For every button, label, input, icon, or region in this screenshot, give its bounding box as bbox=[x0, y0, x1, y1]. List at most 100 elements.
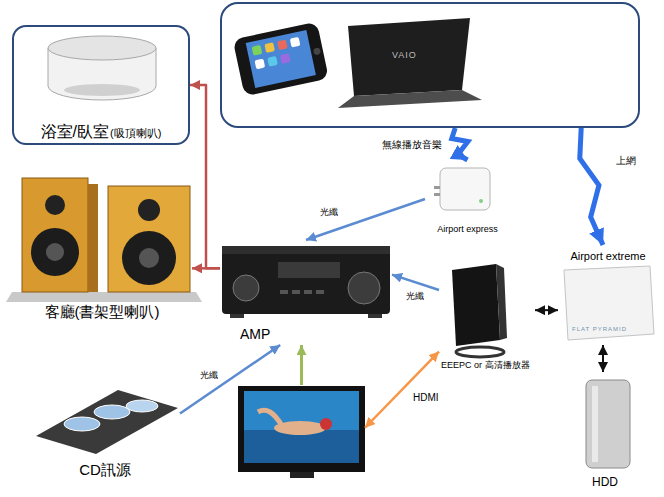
ceiling-speaker-illustration bbox=[48, 36, 156, 60]
device-node: CD訊源 bbox=[30, 375, 180, 485]
caption-row: EEEPC or 高清播放器 bbox=[441, 360, 530, 371]
bookshelf-speaker-illustration bbox=[46, 243, 64, 261]
edge-label: 光纖 bbox=[318, 207, 340, 217]
bookshelf-speaker-illustration bbox=[6, 178, 202, 302]
media-player-illustration bbox=[496, 264, 507, 340]
amplifier-illustration bbox=[348, 272, 380, 304]
device-node: 客廳(書架型喇叭) bbox=[12, 168, 192, 326]
amplifier-illustration bbox=[222, 246, 390, 314]
room-speaker-box: 浴室/臥室(吸頂喇叭) bbox=[12, 25, 190, 145]
caption-row: AMP bbox=[240, 326, 270, 343]
device-caption: 浴室/臥室 bbox=[41, 122, 109, 141]
edge-label: HDMI bbox=[411, 392, 441, 404]
caption-row: CD訊源 bbox=[30, 461, 180, 479]
phone-illustration bbox=[233, 22, 329, 97]
device-caption: HDD bbox=[592, 475, 618, 489]
phone-illustration bbox=[267, 56, 278, 67]
cd-source-illustration bbox=[94, 405, 130, 419]
phone-illustration bbox=[280, 53, 291, 64]
caption-row: HDD bbox=[570, 475, 640, 489]
device-caption: EEEPC or 高清播放器 bbox=[441, 360, 530, 371]
caption-row: 客廳(書架型喇叭) bbox=[12, 303, 192, 321]
amplifier-illustration bbox=[222, 246, 390, 318]
tv-illustration bbox=[320, 418, 332, 430]
amplifier-illustration bbox=[222, 246, 390, 254]
caption-row: Airport express bbox=[425, 224, 510, 235]
hard-disk-illustration bbox=[586, 380, 630, 468]
edge-label: 光纖 bbox=[198, 370, 220, 380]
amplifier-illustration bbox=[292, 290, 300, 294]
caption-row: 浴室/臥室(吸頂喇叭) bbox=[14, 122, 188, 141]
bookshelf-speaker-illustration bbox=[108, 186, 190, 292]
airport-express-illustration bbox=[434, 168, 490, 210]
laptop-illustration bbox=[338, 90, 482, 108]
phone-illustration bbox=[313, 47, 321, 55]
brand-mark: VAIO bbox=[392, 50, 417, 60]
hard-disk-illustration bbox=[586, 380, 630, 468]
bookshelf-speaker-illustration bbox=[139, 248, 159, 268]
phone-illustration bbox=[277, 40, 288, 51]
cable-connector bbox=[190, 85, 220, 268]
bookshelf-speaker-illustration bbox=[138, 199, 160, 221]
device-node: HDD bbox=[570, 372, 640, 491]
device-group-frame bbox=[220, 2, 640, 128]
tv-illustration bbox=[238, 386, 365, 478]
bookshelf-speaker-illustration bbox=[6, 292, 202, 302]
tv-illustration bbox=[290, 472, 314, 478]
caption-row: Airport extreme bbox=[558, 250, 658, 263]
hard-disk-illustration bbox=[592, 386, 598, 462]
cd-source-illustration bbox=[64, 417, 100, 431]
cable-connector bbox=[300, 345, 303, 385]
wireless-bolt bbox=[452, 128, 468, 160]
airport-express-illustration bbox=[479, 199, 483, 203]
amplifier-illustration bbox=[304, 290, 312, 294]
bookshelf-speaker-illustration bbox=[31, 228, 79, 276]
device-caption: Airport express bbox=[437, 224, 498, 235]
cd-source-illustration bbox=[36, 390, 178, 454]
device-caption: 客廳(書架型喇叭) bbox=[45, 303, 160, 321]
cable-connector bbox=[180, 345, 280, 414]
amplifier-illustration bbox=[278, 262, 340, 278]
tv-illustration bbox=[244, 391, 359, 463]
phone-illustration bbox=[233, 22, 329, 97]
bookshelf-speaker-illustration bbox=[45, 195, 65, 215]
device-caption: AMP bbox=[240, 326, 270, 343]
edge-label: 無線播放音樂 bbox=[380, 139, 444, 151]
phone-illustration bbox=[233, 22, 329, 97]
device-node bbox=[238, 385, 365, 480]
laptop-illustration bbox=[338, 18, 482, 108]
airport-extreme-illustration bbox=[564, 266, 654, 340]
cd-source-illustration bbox=[36, 390, 178, 454]
amplifier-illustration bbox=[316, 290, 324, 294]
media-player-illustration bbox=[456, 347, 504, 357]
amplifier-illustration bbox=[233, 275, 259, 301]
device-node: AMP bbox=[220, 240, 392, 345]
airport-extreme-illustration bbox=[564, 266, 654, 340]
phone-illustration bbox=[255, 59, 266, 70]
phone-illustration bbox=[290, 37, 301, 48]
phone-illustration bbox=[264, 42, 275, 53]
amplifier-illustration bbox=[230, 314, 244, 318]
ceiling-speaker-illustration bbox=[64, 84, 140, 96]
amplifier-illustration bbox=[280, 290, 288, 294]
bookshelf-speaker-illustration bbox=[88, 184, 98, 292]
brand-mark: FLAT PYRAMID bbox=[572, 326, 627, 333]
laptop-illustration bbox=[348, 18, 470, 96]
bookshelf-speaker-illustration bbox=[122, 231, 176, 285]
device-caption: Airport extreme bbox=[570, 250, 645, 263]
tv-illustration bbox=[238, 386, 365, 472]
airport-express-illustration bbox=[434, 193, 440, 196]
media-player-illustration bbox=[452, 264, 507, 357]
cable-connector bbox=[306, 199, 425, 240]
device-caption: CD訊源 bbox=[79, 461, 131, 479]
phone-illustration bbox=[252, 45, 263, 56]
cable-connector bbox=[602, 345, 604, 372]
edge-label: 光纖 bbox=[404, 291, 426, 301]
cable-connector bbox=[535, 309, 558, 311]
ceiling-speaker-illustration bbox=[48, 36, 156, 100]
phone-illustration bbox=[246, 30, 316, 88]
cable-connector bbox=[392, 275, 439, 290]
